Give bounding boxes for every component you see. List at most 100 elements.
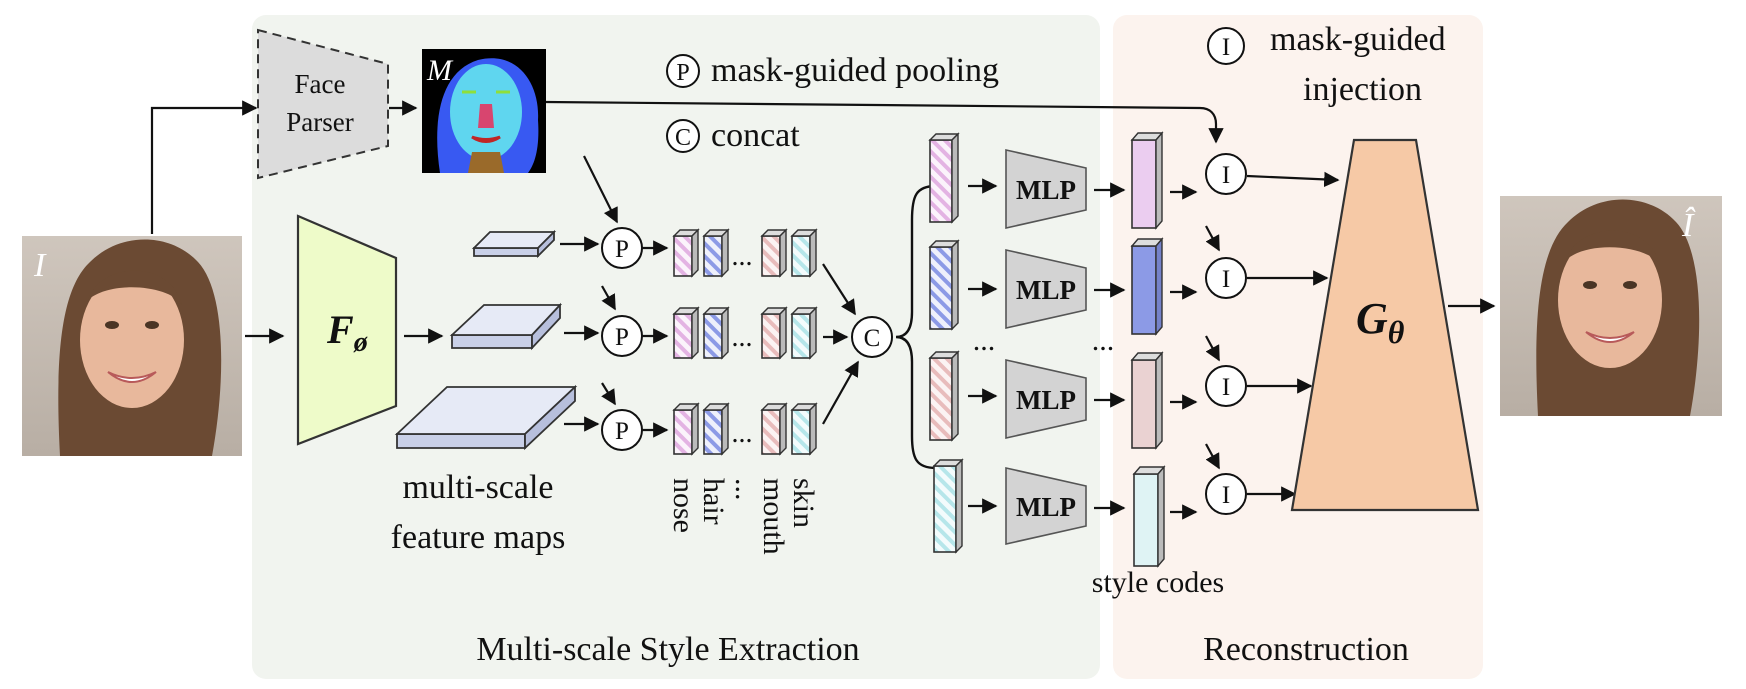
token-row-top: ... [672,228,818,278]
encoder-label: Fø [326,307,369,358]
mask-to-injection-arrow [545,100,1224,144]
pool-node-top: P [601,227,643,269]
mlp-1-label: MLP [1016,175,1076,205]
region-label-mouth: mouth [757,478,790,555]
concat-node-symbol: C [864,325,881,352]
legend-pool-symbol-circle [666,54,700,88]
region-label-ellipsis: ... [729,478,762,501]
style-code-1 [1130,131,1164,230]
pool-node-bottom-symbol: P [615,418,629,445]
generator-block [1290,138,1480,512]
feature-map-large [394,384,578,451]
pool-node-mid-symbol: P [615,324,629,351]
mlp-2-label: MLP [1016,275,1076,305]
inject-node-3-symbol: I [1222,374,1230,401]
legend: P mask-guided pooling C concat I mask-gu… [666,21,1446,154]
token-mouth [760,402,788,456]
legend-concat-symbol-circle [666,119,700,153]
token-skin [790,228,818,278]
mask-to-pool-top-arrow [583,155,618,224]
encoder-subscript: ø [353,327,369,358]
token-row-bottom: ... [672,402,818,456]
split-brace [895,184,937,470]
mlp-3-label: MLP [1016,385,1076,415]
inject-node-2-symbol: I [1222,266,1230,293]
inject-node-1-symbol: I [1222,162,1230,189]
generator-letter: G [1356,294,1388,343]
region-vectors-ellipsis: ... [973,324,996,357]
token-nose [672,402,700,456]
feature-maps-caption-line1: multi-scale [402,469,553,506]
legend-pool-symbol: P [676,60,689,86]
pool-node-bottom: P [601,409,643,451]
token-skin [790,306,818,360]
region-label-skin: skin [787,478,820,528]
region-vector-3 [928,350,960,442]
inject1-to-generator-arrow [1246,171,1340,188]
style-code-2 [1130,237,1164,336]
inject-node-4-symbol: I [1222,482,1230,509]
inject-node-2: I [1205,257,1247,299]
region-vector-4 [932,458,964,554]
token-row-top-ellipsis: ... [732,241,753,272]
legend-pool-text: mask-guided pooling [711,52,999,89]
token-row-mid-ellipsis: ... [732,322,753,353]
face-parser-block [257,28,389,180]
token-skin [790,402,818,456]
token-hair [702,228,730,278]
style-code-3 [1130,351,1164,450]
inject-node-1: I [1205,153,1247,195]
input-to-parser-arrow [150,100,258,234]
legend-concat-text: concat [711,117,800,154]
mask-to-inject-3-arrow [1205,335,1220,362]
mlp-block-2: MLP [1005,249,1087,329]
legend-inject-symbol: I [1222,34,1230,61]
mlp-4-label: MLP [1016,492,1076,522]
style-codes-label: style codes [1092,566,1224,599]
token-hair [702,402,730,456]
legend-concat-symbol: C [675,125,691,151]
face-parser-label-line1: Face [295,69,346,99]
mlp-block-4: MLP [1005,467,1087,545]
face-parser-label-line2: Parser [286,107,353,137]
region-label-hair: hair [697,478,730,525]
mask-to-inject-2-arrow [1205,225,1220,252]
token-nose [672,306,700,360]
output-label: Î [1681,207,1696,244]
tokens-top-to-concat-arrow [822,263,856,316]
legend-inject-text-line2: injection [1303,71,1422,108]
encoder-letter: F [326,307,354,352]
input-face-image: I [22,236,242,456]
token-hair [702,306,730,360]
inject-node-3: I [1205,365,1247,407]
mlp-block-1: MLP [1005,149,1087,229]
style-code-4 [1132,465,1166,568]
section-title-extraction: Multi-scale Style Extraction [476,631,859,668]
generator-subscript: θ [1388,314,1405,350]
pool-node-top-symbol: P [615,236,629,263]
token-mouth [760,306,788,360]
mask-label: M [426,54,454,87]
input-label: I [33,247,47,284]
token-nose [672,228,700,278]
feature-map-medium [449,302,563,351]
mask-to-inject-4-arrow [1205,443,1220,470]
mask-to-pool-bottom-arrow [601,382,616,406]
pool-node-mid: P [601,315,643,357]
token-row-mid: ... [672,306,818,360]
concat-node: C [851,316,893,358]
style-codes-ellipsis: ... [1092,324,1115,357]
mask-to-pool-mid-arrow [601,285,616,311]
region-label-nose: nose [667,478,700,533]
parsing-mask-image: M [422,49,546,174]
feature-maps-caption-line2: feature maps [391,519,566,556]
region-vector-1 [928,132,960,224]
token-row-bottom-ellipsis: ... [732,418,753,449]
tokens-bottom-to-concat-arrow [822,360,859,425]
output-face-image: Î [1500,196,1722,416]
legend-inject-text-line1: mask-guided [1270,21,1446,58]
mlp-block-3: MLP [1005,359,1087,439]
inject-node-4: I [1205,473,1247,515]
feature-map-small [471,229,557,259]
